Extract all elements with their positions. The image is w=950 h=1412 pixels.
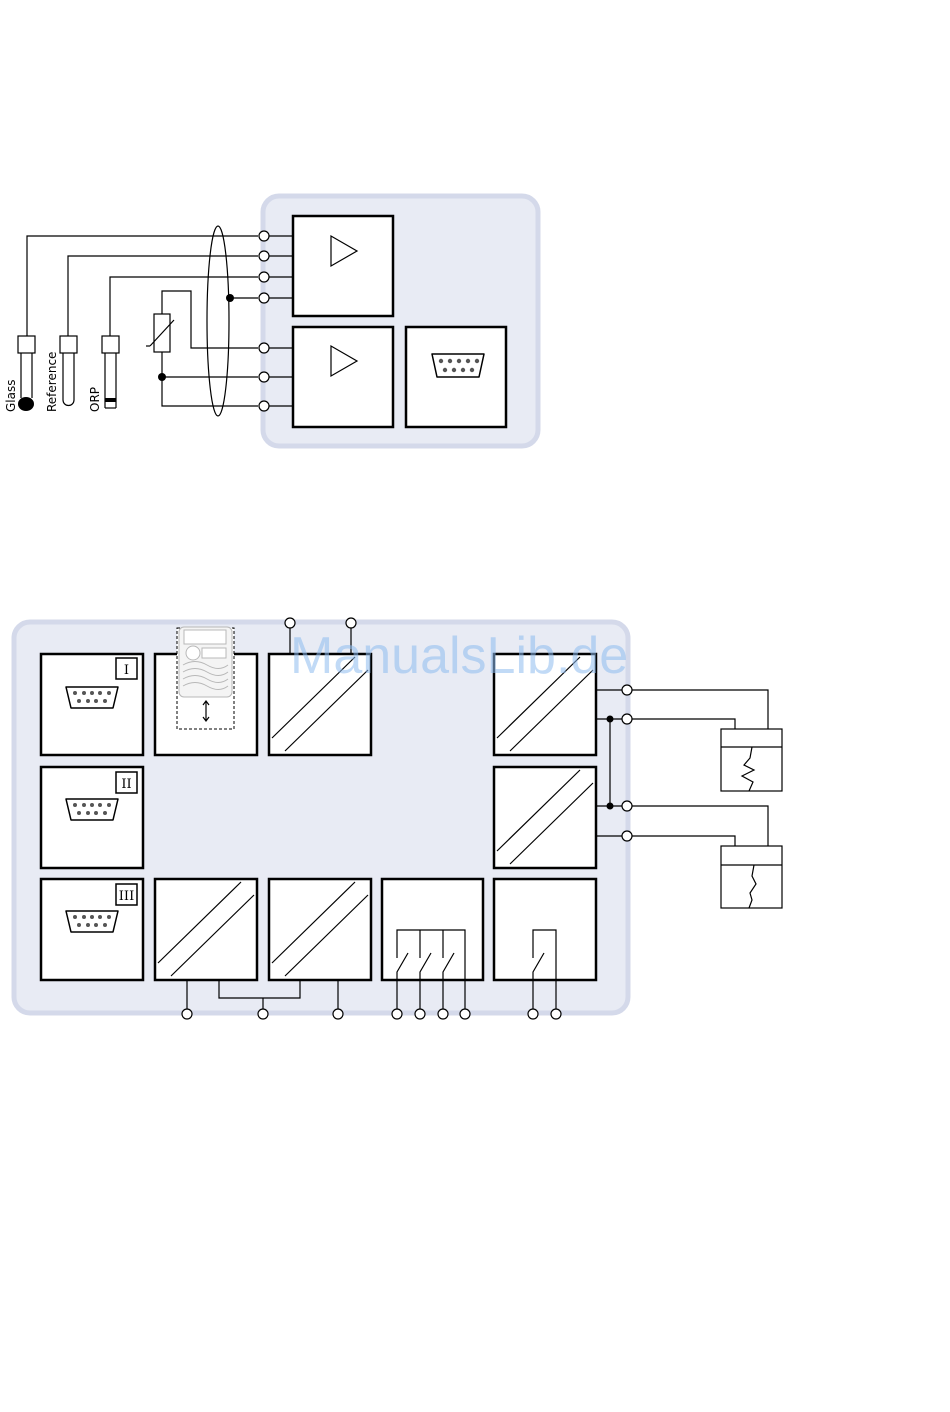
output-terminal — [622, 685, 632, 695]
orp-electrode-icon — [102, 336, 119, 408]
relay-block-1 — [494, 879, 596, 980]
interface-label-iii: III — [119, 889, 134, 904]
sub-d-connector-icon — [432, 354, 484, 377]
reference-label: Reference — [45, 352, 59, 412]
input-terminal — [259, 343, 269, 353]
shield-icon — [207, 226, 229, 416]
isolation-block-input-2 — [269, 879, 371, 980]
input-terminal — [259, 372, 269, 382]
relay-terminal — [551, 1009, 561, 1019]
input-terminal — [259, 272, 269, 282]
rtd-wire-1 — [162, 291, 258, 348]
glass-electrode-icon — [18, 336, 35, 411]
watermark: ManualsLib.de — [290, 627, 628, 685]
rtd-wire-2 — [162, 352, 258, 406]
glass-label: Glass — [4, 380, 18, 413]
sub-d-connector-icon — [66, 799, 118, 820]
output-terminal — [622, 714, 632, 724]
relay-terminal — [528, 1009, 538, 1019]
relay-terminal — [415, 1009, 425, 1019]
glass-wire — [27, 236, 258, 336]
temperature-sensor-icon — [146, 314, 174, 352]
input-terminal — [259, 251, 269, 261]
isolation-block-output-2 — [494, 767, 596, 868]
input-terminal — [333, 1009, 343, 1019]
relay-block-3 — [382, 879, 483, 980]
orp-label: ORP — [88, 387, 102, 412]
input-terminal — [259, 401, 269, 411]
recorder-icon — [721, 729, 782, 791]
output-terminal — [622, 801, 632, 811]
amplifier-block-2 — [293, 327, 393, 427]
sub-d-connector-icon — [66, 687, 118, 708]
module-card-icon — [179, 627, 232, 697]
input-terminal — [259, 293, 269, 303]
sub-d-connector-icon — [66, 911, 118, 932]
input-terminal — [259, 231, 269, 241]
reference-electrode-icon — [60, 336, 77, 406]
input-terminal — [182, 1009, 192, 1019]
interface-label-i: I — [124, 663, 129, 678]
recorder-icon — [721, 846, 782, 908]
input-terminal — [258, 1009, 268, 1019]
relay-terminal — [392, 1009, 402, 1019]
amplifier-block-1 — [293, 216, 393, 316]
orp-wire — [110, 277, 258, 336]
relay-terminal — [460, 1009, 470, 1019]
interface-label-ii: II — [121, 777, 131, 792]
output-terminal — [622, 831, 632, 841]
relay-terminal — [438, 1009, 448, 1019]
isolation-block-input-1 — [155, 879, 257, 980]
interface-block — [406, 327, 506, 427]
